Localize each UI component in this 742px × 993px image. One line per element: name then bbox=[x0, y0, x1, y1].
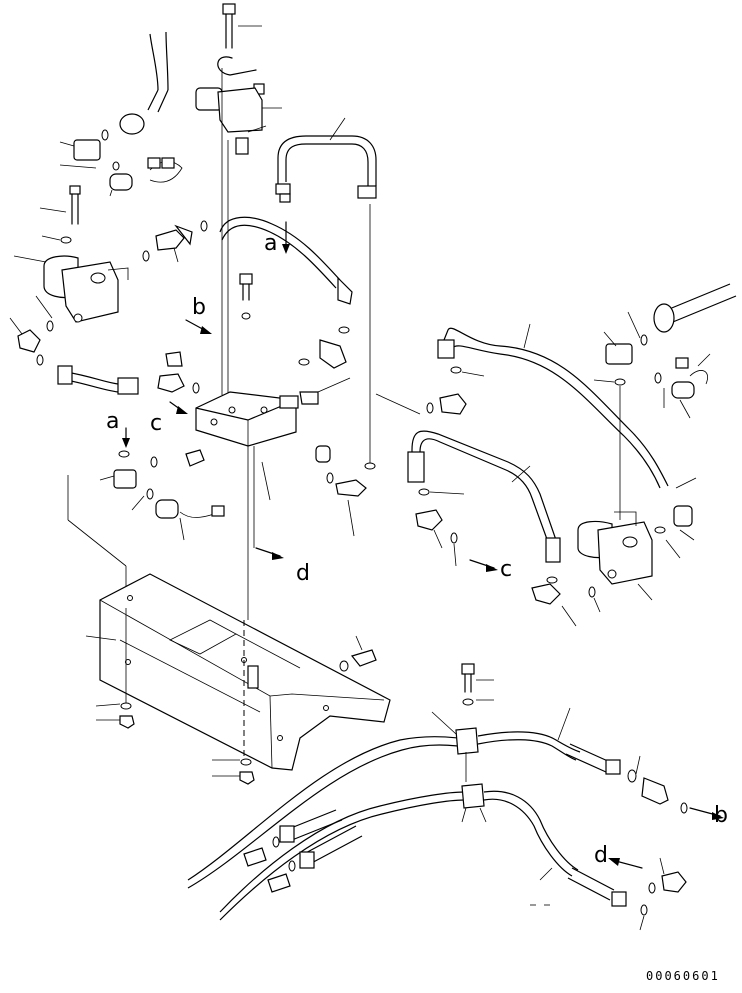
center-manifold-block bbox=[195, 68, 367, 620]
label-b-lower: b bbox=[714, 803, 728, 828]
left-hose-and-fittings bbox=[57, 216, 353, 395]
label-c-left: c bbox=[150, 411, 162, 436]
mounting-bracket bbox=[67, 475, 391, 785]
lower-hose-assembly bbox=[187, 663, 688, 931]
right-upper-hose bbox=[375, 323, 669, 627]
right-solenoid-valve bbox=[577, 283, 737, 601]
top-solenoid-valve bbox=[195, 3, 282, 155]
label-d-lower: d bbox=[594, 843, 608, 868]
label-a-upper: a bbox=[264, 231, 277, 256]
label-b-upper: b bbox=[192, 295, 206, 320]
reference-arrows bbox=[122, 221, 724, 869]
left-small-valve bbox=[99, 449, 225, 541]
drawing-code: 00060601 bbox=[646, 969, 720, 983]
label-c-right: c bbox=[500, 557, 512, 582]
label-d-center: d bbox=[296, 561, 310, 586]
label-a-left: a bbox=[106, 409, 119, 434]
left-solenoid-valve bbox=[9, 31, 183, 366]
top-u-tube bbox=[275, 117, 377, 470]
